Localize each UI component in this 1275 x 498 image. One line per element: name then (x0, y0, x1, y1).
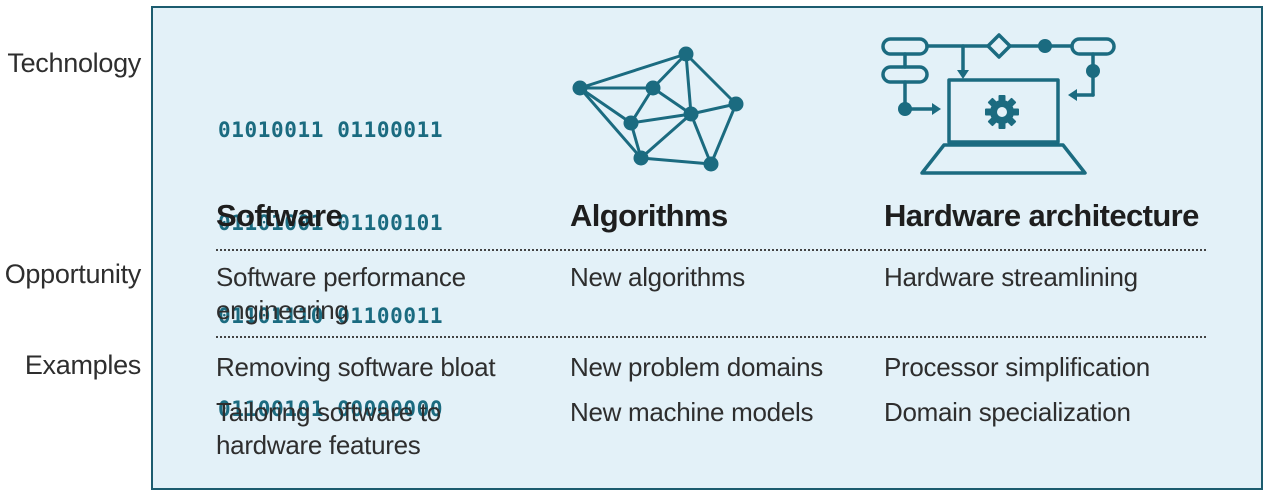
example-hardware-1: Processor simplification (884, 351, 1150, 384)
binary-line: 01010011 01100011 (218, 118, 444, 142)
binary-line: 01101110 01100011 (218, 304, 444, 328)
column-title-software: Software (216, 198, 343, 233)
cell-line: Software performance (216, 262, 466, 292)
opportunity-algorithms: New algorithms (570, 261, 745, 294)
cell-line: Processor simplification (884, 352, 1150, 382)
cell-line: New machine models (570, 397, 814, 427)
divider-bottom (216, 336, 1206, 338)
cell-line: engineering (216, 295, 349, 325)
binary-line: 01101001 01100101 (218, 211, 444, 235)
binary-line: 01100101 00000000 (218, 397, 444, 421)
example-algorithms-1: New problem domains (570, 351, 823, 384)
binary-code-icon: 01010011 01100011 01101001 01100101 0110… (218, 53, 443, 487)
cell-line: hardware features (216, 430, 421, 460)
cell-line: Domain specialization (884, 397, 1131, 427)
cell-line: New algorithms (570, 262, 745, 292)
divider-top (216, 249, 1206, 251)
technology-panel: 01010011 01100011 01101001 01100101 0110… (151, 6, 1263, 490)
opportunity-software: Software performance engineering (216, 261, 466, 327)
column-title-hardware-architecture: Hardware architecture (884, 198, 1199, 233)
opportunity-hardware: Hardware streamlining (884, 261, 1138, 294)
cell-line: Hardware streamlining (884, 262, 1138, 292)
row-label-examples: Examples (24, 350, 141, 380)
example-hardware-2: Domain specialization (884, 396, 1131, 429)
row-label-technology: Technology (7, 48, 141, 78)
laptop-flowchart-icon (881, 33, 1116, 175)
cell-line: Removing software bloat (216, 352, 496, 382)
cell-line: New problem domains (570, 352, 823, 382)
example-software-1: Removing software bloat (216, 351, 496, 384)
row-label-opportunity: Opportunity (4, 259, 142, 289)
column-title-algorithms: Algorithms (570, 198, 728, 233)
network-graph-icon (572, 46, 744, 172)
example-software-2: Tailoring software to hardware features (216, 396, 441, 462)
cell-line: Tailoring software to (216, 397, 441, 427)
example-algorithms-2: New machine models (570, 396, 813, 429)
